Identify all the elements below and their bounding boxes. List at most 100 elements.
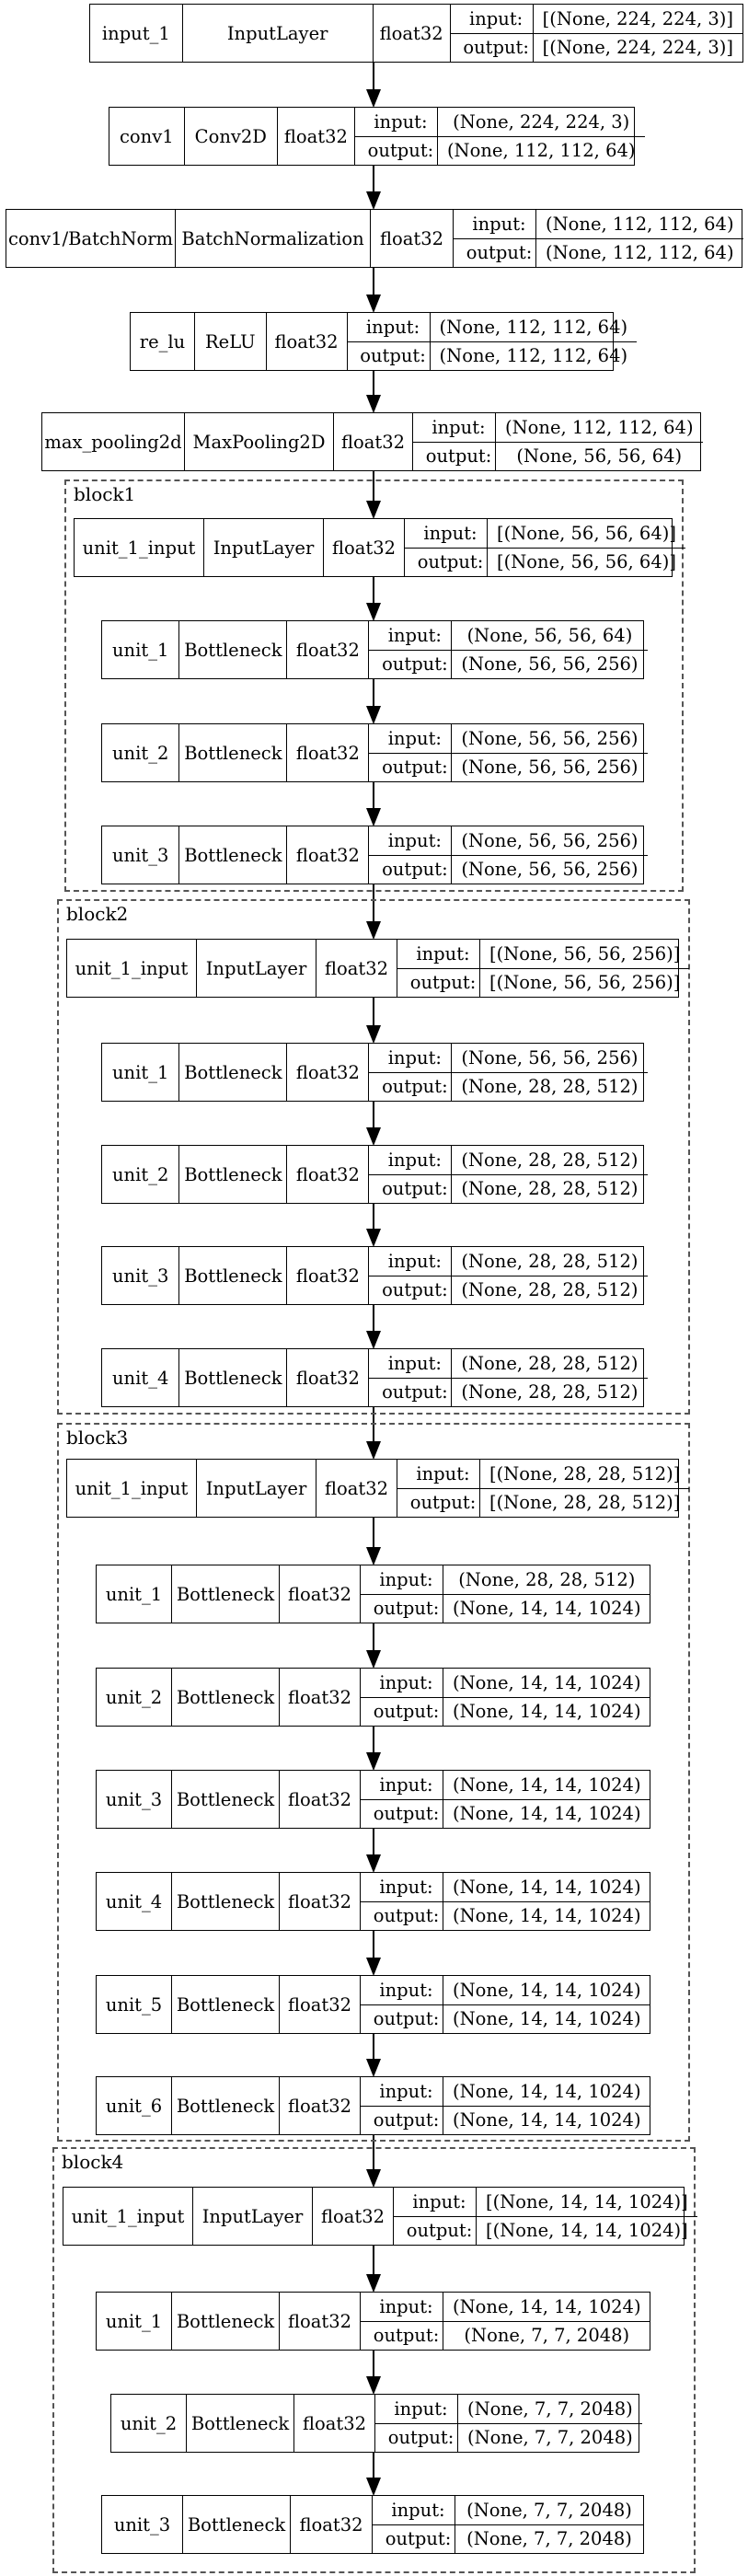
input-shape: (None, 14, 14, 1024) <box>453 2295 641 2317</box>
input-shape: (None, 14, 14, 1024) <box>453 1773 641 1796</box>
layer-io: input:[(None, 28, 28, 512)]output:[(None… <box>397 1460 690 1517</box>
output-row: output:[(None, 28, 28, 512)] <box>397 1487 690 1517</box>
output-row: output:(None, 28, 28, 512) <box>369 1275 648 1304</box>
layer-io: input:(None, 14, 14, 1024)output:(None, … <box>361 2077 650 2134</box>
output-label: output: <box>405 548 488 576</box>
output-label: output: <box>369 855 453 884</box>
layer-io: input:(None, 14, 14, 1024)output:(None, … <box>361 1669 650 1726</box>
layer-io: input:[(None, 14, 14, 1024)]output:[(Non… <box>394 2188 697 2245</box>
layer-type: Bottleneck <box>179 1044 288 1101</box>
output-shape: (None, 112, 112, 64) <box>546 242 734 264</box>
layer-dtype: float32 <box>280 1565 361 1623</box>
layer-name: conv1/BatchNorm <box>6 210 176 267</box>
block-title: block4 <box>62 2151 124 2173</box>
layer-dtype: float32 <box>287 724 370 781</box>
block-title: block1 <box>74 483 136 505</box>
layer-io: input:[(None, 224, 224, 3)]output:[(None… <box>450 5 742 62</box>
output-label: output: <box>361 1594 443 1623</box>
output-shape: [(None, 28, 28, 512)] <box>489 1492 681 1514</box>
input-label: input: <box>394 2188 477 2216</box>
layer-dtype: float32 <box>287 826 370 884</box>
input-label: input: <box>355 108 438 136</box>
layer-name: unit_1_input <box>67 940 197 997</box>
input-shape: [(None, 56, 56, 64)] <box>497 522 676 544</box>
layer-name: unit_1_input <box>63 2188 193 2245</box>
layer-type: Bottleneck <box>179 1349 288 1406</box>
input-shape: (None, 28, 28, 512) <box>461 1149 639 1171</box>
layer-dtype: float32 <box>287 1247 370 1304</box>
output-label: output: <box>451 33 534 62</box>
layer-type: InputLayer <box>197 1460 316 1517</box>
layer-name: unit_2 <box>102 724 180 781</box>
input-row: input:(None, 7, 7, 2048) <box>373 2496 643 2524</box>
layer-io: input:(None, 56, 56, 256)output:(None, 5… <box>369 826 648 884</box>
input-label: input: <box>375 2395 458 2423</box>
output-shape: [(None, 56, 56, 64)] <box>497 551 676 573</box>
layer-io: input:[(None, 56, 56, 64)]output:[(None,… <box>405 519 685 576</box>
layer-name: unit_1 <box>102 621 180 678</box>
layer-dtype: float32 <box>280 2077 361 2134</box>
layer-name: conv1 <box>109 108 185 165</box>
input-row: input:[(None, 14, 14, 1024)] <box>394 2188 697 2216</box>
layer-io: input:(None, 28, 28, 512)output:(None, 2… <box>369 1247 648 1304</box>
layer-io: input:(None, 28, 28, 512)output:(None, 1… <box>361 1565 650 1623</box>
layer-dtype: float32 <box>287 621 370 678</box>
layer-type: Bottleneck <box>172 1771 280 1828</box>
input-row: input:(None, 224, 224, 3) <box>355 108 645 136</box>
layer-name: input_1 <box>90 5 183 62</box>
layer-io: input:(None, 14, 14, 1024)output:(None, … <box>361 1873 650 1930</box>
layer-dtype: float32 <box>374 5 451 62</box>
output-shape: (None, 7, 7, 2048) <box>466 2528 632 2550</box>
layer-dtype: float32 <box>313 2188 394 2245</box>
input-shape: [(None, 56, 56, 256)] <box>489 942 681 965</box>
input-row: input:(None, 14, 14, 1024) <box>361 1771 650 1799</box>
layer-name: re_lu <box>131 313 195 370</box>
layer-io: input:(None, 56, 56, 256)output:(None, 2… <box>369 1044 648 1101</box>
input-shape: (None, 14, 14, 1024) <box>453 1876 641 1898</box>
layer-dtype: float32 <box>316 940 397 997</box>
output-row: output:(None, 112, 112, 64) <box>347 341 638 370</box>
output-label: output: <box>373 2524 455 2553</box>
output-row: output:(None, 56, 56, 256) <box>369 752 648 781</box>
layer-dtype: float32 <box>287 1044 370 1101</box>
block-title: block3 <box>66 1427 129 1449</box>
input-shape: [(None, 28, 28, 512)] <box>489 1462 681 1484</box>
output-label: output: <box>369 650 453 678</box>
output-row: output:(None, 56, 56, 256) <box>369 854 648 884</box>
output-row: output:(None, 7, 7, 2048) <box>361 2320 650 2350</box>
output-row: output:[(None, 56, 56, 256)] <box>397 967 690 997</box>
layer-name: unit_1_input <box>75 519 204 576</box>
layer-name: max_pooling2d <box>42 413 185 470</box>
output-shape: (None, 7, 7, 2048) <box>467 2427 633 2449</box>
layer-dtype: float32 <box>267 313 348 370</box>
output-shape: (None, 112, 112, 64) <box>446 140 636 162</box>
layer-dtype: float32 <box>324 519 405 576</box>
input-shape: [(None, 224, 224, 3)] <box>542 7 733 29</box>
layer-dtype: float32 <box>280 1669 361 1726</box>
layer-type: Bottleneck <box>172 1565 280 1623</box>
output-row: output:(None, 14, 14, 1024) <box>361 1900 650 1930</box>
layer-type: Bottleneck <box>179 1247 288 1304</box>
output-label: output: <box>397 968 480 997</box>
output-shape: (None, 28, 28, 512) <box>461 1076 639 1098</box>
layer-dtype: float32 <box>280 1771 361 1828</box>
output-label: output: <box>361 2321 443 2350</box>
input-row: input:(None, 56, 56, 64) <box>369 621 647 650</box>
output-row: output: (None, 7, 7, 2048) <box>373 2524 643 2553</box>
layer-name: unit_3 <box>102 826 180 884</box>
layer-name: unit_1 <box>97 2293 172 2350</box>
layer-name: unit_1_input <box>67 1460 197 1517</box>
layer-name: unit_3 <box>102 1247 180 1304</box>
layer-dtype: float32 <box>334 413 413 470</box>
